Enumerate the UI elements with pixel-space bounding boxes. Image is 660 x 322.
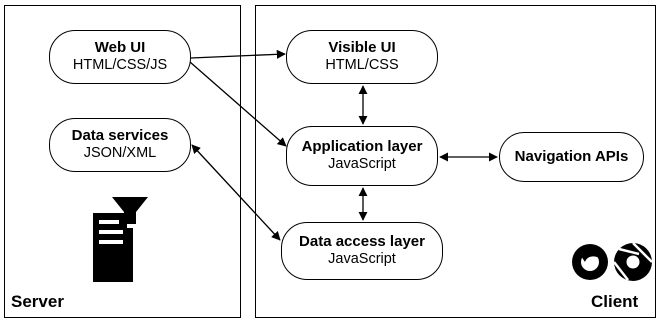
server-label: Server (11, 292, 64, 311)
data-access-layer-title: Data access layer (299, 233, 425, 251)
application-layer-tech: JavaScript (328, 156, 396, 173)
data-services-node: Data services JSON/XML (49, 118, 191, 172)
application-layer-title: Application layer (301, 138, 423, 156)
web-ui-tech: HTML/CSS/JS (72, 57, 168, 74)
chrome-icon (613, 242, 653, 281)
visible-ui-title: Visible UI (328, 39, 396, 57)
data-services-title: Data services (71, 127, 169, 145)
visible-ui-tech: HTML/CSS (325, 57, 399, 74)
server-icon (93, 197, 148, 282)
arrow-webui-to-applayer (189, 61, 287, 147)
data-access-layer-tech: JavaScript (328, 251, 396, 268)
navigation-apis-title: Navigation APIs (514, 148, 629, 165)
visible-ui-node: Visible UI HTML/CSS (286, 30, 438, 84)
data-services-tech: JSON/XML (83, 145, 157, 162)
data-access-layer-node: Data access layer JavaScript (281, 222, 443, 280)
client-label: Client (591, 292, 639, 311)
arrow-webui-to-visibleui (190, 49, 286, 59)
web-ui-node: Web UI HTML/CSS/JS (49, 30, 191, 84)
firefox-icon (572, 244, 608, 280)
application-layer-node: Application layer JavaScript (286, 126, 438, 186)
navigation-apis-node: Navigation APIs (499, 132, 644, 182)
web-ui-title: Web UI (94, 39, 146, 57)
arrow-dataservices-dataaccess (191, 144, 281, 241)
